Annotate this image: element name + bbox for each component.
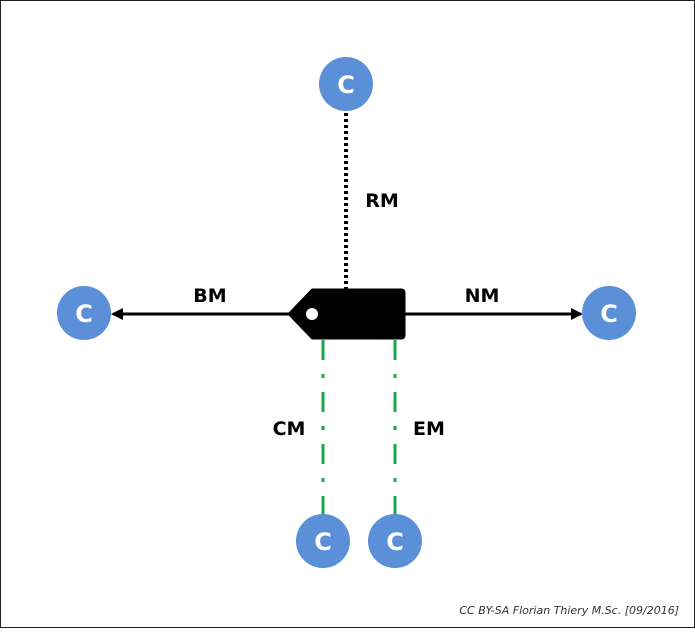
tag-icon [287, 288, 406, 340]
label-nm: NM [465, 285, 500, 307]
credit-text: CC BY-SA Florian Thiery M.Sc. [09/2016] [459, 604, 679, 617]
label-cm: CM [273, 418, 306, 440]
node-right: C [582, 286, 636, 340]
node-left: C [57, 286, 111, 340]
label-em: EM [413, 418, 445, 440]
node-bottom-left-label: C [314, 528, 332, 556]
node-bottom-right-label: C [386, 528, 404, 556]
node-right-label: C [600, 300, 618, 328]
node-bottom-left: C [296, 514, 350, 568]
node-top-label: C [337, 71, 355, 99]
label-rm: RM [365, 190, 399, 212]
label-bm: BM [193, 285, 226, 307]
tag-hole [306, 308, 318, 320]
node-top: C [319, 57, 373, 111]
node-left-label: C [75, 300, 93, 328]
node-bottom-right: C [368, 514, 422, 568]
